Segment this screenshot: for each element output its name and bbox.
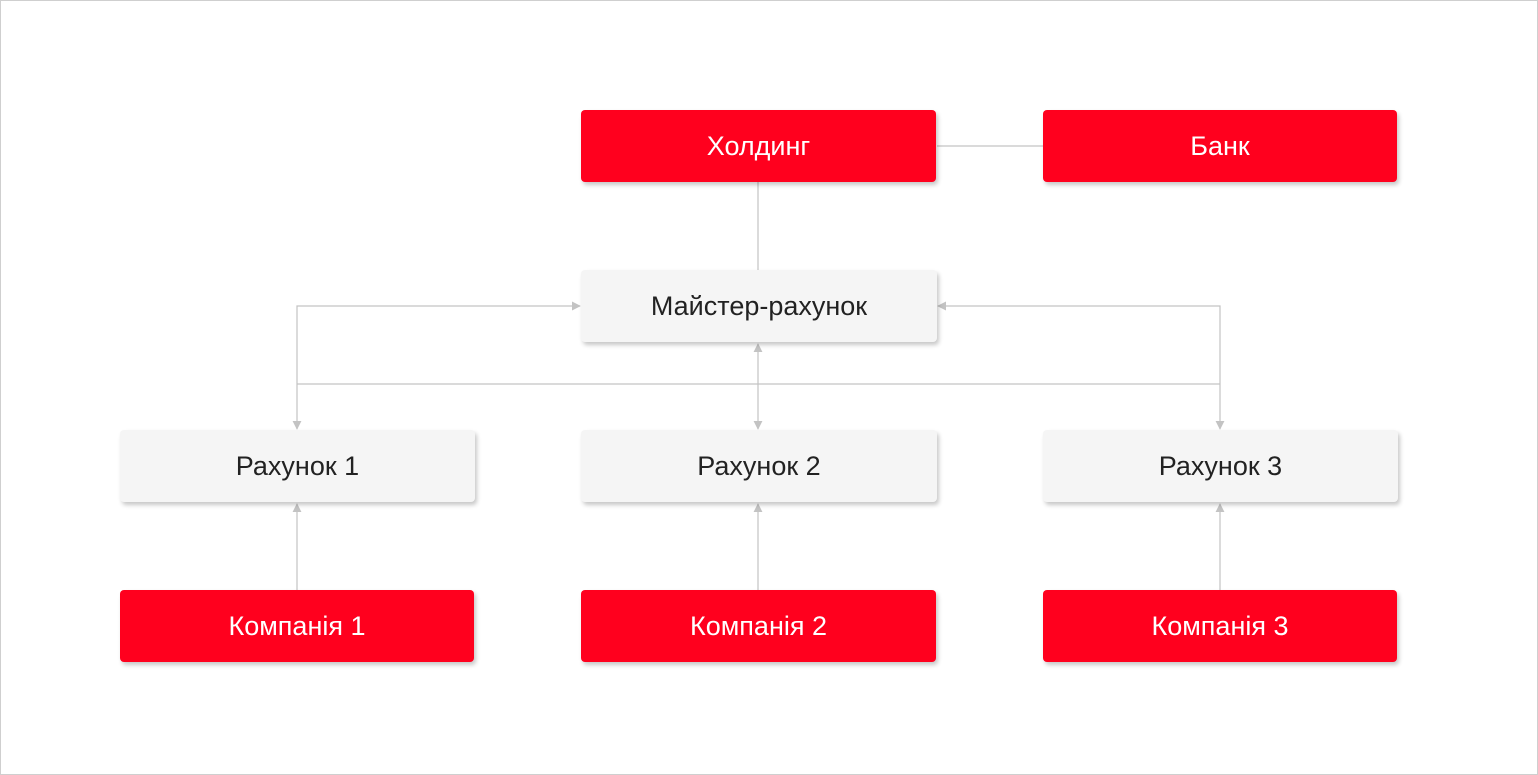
- node-holding: Холдинг: [581, 110, 936, 182]
- node-account-2-label: Рахунок 2: [697, 450, 821, 481]
- node-company-1: Компанія 1: [120, 590, 474, 662]
- edge-master-account-1: [292, 301, 581, 430]
- node-company-2-label: Компанія 2: [690, 610, 827, 641]
- node-master-account-label: Майстер-рахунок: [650, 290, 868, 321]
- node-bank-label: Банк: [1190, 130, 1250, 161]
- node-company-1-label: Компанія 1: [228, 610, 366, 641]
- node-account-1: Рахунок 1: [120, 430, 475, 502]
- node-bank: Банк: [1043, 110, 1397, 182]
- node-company-3: Компанія 3: [1043, 590, 1397, 662]
- node-master-account: Майстер-рахунок: [581, 270, 937, 342]
- edge-master-account-3: [937, 301, 1225, 430]
- node-account-3-label: Рахунок 3: [1158, 450, 1283, 481]
- node-account-2: Рахунок 2: [581, 430, 937, 502]
- node-company-3-label: Компанія 3: [1151, 610, 1289, 641]
- node-account-3: Рахунок 3: [1043, 430, 1398, 502]
- node-holding-label: Холдинг: [706, 130, 811, 161]
- node-account-1-label: Рахунок 1: [235, 450, 360, 481]
- node-company-2: Компанія 2: [581, 590, 936, 662]
